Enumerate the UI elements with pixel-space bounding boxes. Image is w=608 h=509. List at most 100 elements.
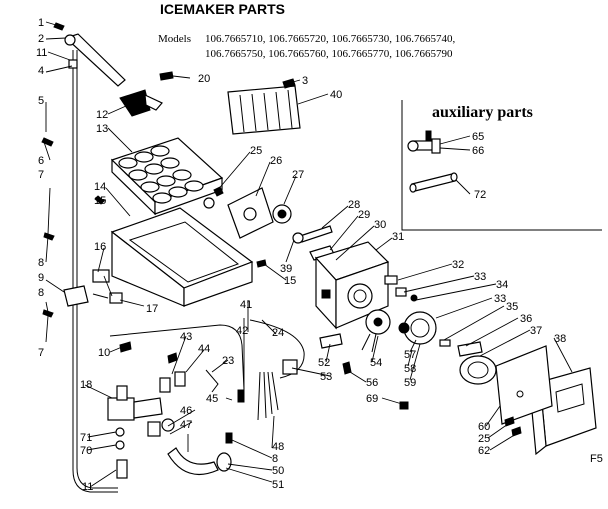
ejector-comb-40 <box>227 85 301 135</box>
part-label: 8 <box>272 453 278 465</box>
part-label: 23 <box>222 355 234 367</box>
part-label: 34 <box>496 279 508 291</box>
screw-15-right <box>256 259 267 268</box>
part-label: 35 <box>506 301 518 313</box>
part-label: 11 <box>36 47 47 59</box>
timing-gear-34 <box>398 311 437 345</box>
gear-27 <box>272 204 292 224</box>
screw-25 <box>213 186 224 197</box>
part-label: 58 <box>404 363 416 375</box>
part-label: 32 <box>452 259 464 271</box>
part-label: 51 <box>272 479 284 491</box>
models-line-2: 106.7665750, 106.7665760, 106.7665770, 1… <box>205 48 453 60</box>
part-label: 5 <box>38 95 44 107</box>
part-label: 29 <box>358 209 370 221</box>
part-label: 62 <box>478 445 490 457</box>
part-label: 31 <box>392 231 404 243</box>
part-label: 59 <box>404 377 416 389</box>
switches-32-33 <box>384 275 418 302</box>
part-label: 4 <box>38 65 44 77</box>
screw-20 <box>159 71 174 81</box>
leader-lines <box>43 21 573 488</box>
part-label: 46 <box>180 405 192 417</box>
part-label: 11 <box>82 481 93 493</box>
part-label: 38 <box>554 333 566 345</box>
part-label: 45 <box>206 393 218 405</box>
part-label: 18 <box>80 379 92 391</box>
part-label: 42 <box>236 325 248 337</box>
valve-fitting-65-66 <box>407 130 441 154</box>
screw-56 <box>342 361 352 375</box>
part-label: 56 <box>366 377 378 389</box>
part-label: 13 <box>96 123 108 135</box>
part-label: 50 <box>272 465 284 477</box>
ice-mold-13 <box>110 137 224 216</box>
auxiliary-title: auxiliary parts <box>432 104 533 121</box>
part-label: 41 <box>240 299 252 311</box>
part-label: 54 <box>370 357 382 369</box>
part-label: 37 <box>530 325 542 337</box>
part-label: 53 <box>320 371 332 383</box>
part-label: 6 <box>38 155 44 167</box>
water-valve-18 <box>107 385 163 450</box>
part-label: 44 <box>198 343 210 355</box>
part-label: 12 <box>96 109 108 121</box>
models-line-1: 106.7665710, 106.7665720, 106.7665730, 1… <box>205 33 456 45</box>
part-label: 25 <box>478 433 490 445</box>
part-label: 3 <box>302 75 308 87</box>
auxiliary-parts-box: auxiliary parts <box>401 100 602 231</box>
mold-frame-14 <box>110 207 254 307</box>
auxiliary-box-border <box>401 100 602 231</box>
screw-3 <box>282 78 296 89</box>
part-label: 57 <box>404 349 416 361</box>
part-label: 52 <box>318 357 330 369</box>
part-label: 24 <box>272 327 284 339</box>
part-label: 8 <box>38 287 44 299</box>
part-label: 43 <box>180 331 192 343</box>
part-label: 40 <box>330 89 342 101</box>
part-label: 39 <box>280 263 292 275</box>
screws-25-62 <box>504 416 522 437</box>
part-label: 27 <box>292 169 304 181</box>
corner-code: F5 <box>590 453 603 465</box>
part-label: 16 <box>94 241 106 253</box>
part-label: 15 <box>284 275 296 287</box>
part-label: 2 <box>38 33 44 45</box>
part-label: 36 <box>520 313 532 325</box>
part-label: 60 <box>478 421 490 433</box>
cam-assembly-35-36-37 <box>439 339 497 385</box>
part-label: 28 <box>348 199 360 211</box>
part-label: 69 <box>366 393 378 405</box>
part-label: 25 <box>250 145 262 157</box>
part-label: 8 <box>38 257 44 269</box>
harness-and-clips <box>109 319 305 476</box>
part-label: 65 <box>472 131 484 143</box>
nut-69 <box>399 401 409 410</box>
connector-52 <box>319 333 343 349</box>
part-label: 47 <box>180 419 192 431</box>
diagram-title: ICEMAKER PARTS <box>160 1 285 17</box>
part-label: 70 <box>80 445 92 457</box>
part-label: 71 <box>80 432 92 444</box>
part-label: 72 <box>474 189 486 201</box>
mounting-plate-26 <box>227 187 274 239</box>
part-label: 17 <box>146 303 158 315</box>
left-screws <box>41 22 65 318</box>
part-label: 30 <box>374 219 386 231</box>
screw-10 <box>119 341 132 353</box>
motor-54 <box>361 309 391 353</box>
fill-tube-assembly <box>63 33 128 493</box>
part-label: 48 <box>272 441 284 453</box>
part-label: 9 <box>38 272 44 284</box>
part-label: 10 <box>98 347 110 359</box>
part-label: 66 <box>472 145 484 157</box>
part-label: 33 <box>474 271 486 283</box>
part-label: 33 <box>494 293 506 305</box>
mounting-plate-60 <box>495 345 553 425</box>
cover-12 <box>119 89 163 117</box>
part-label: 7 <box>38 347 44 359</box>
models-label: Models <box>158 33 191 45</box>
part-label: 14 <box>94 181 106 193</box>
part-label: 7 <box>38 169 44 181</box>
